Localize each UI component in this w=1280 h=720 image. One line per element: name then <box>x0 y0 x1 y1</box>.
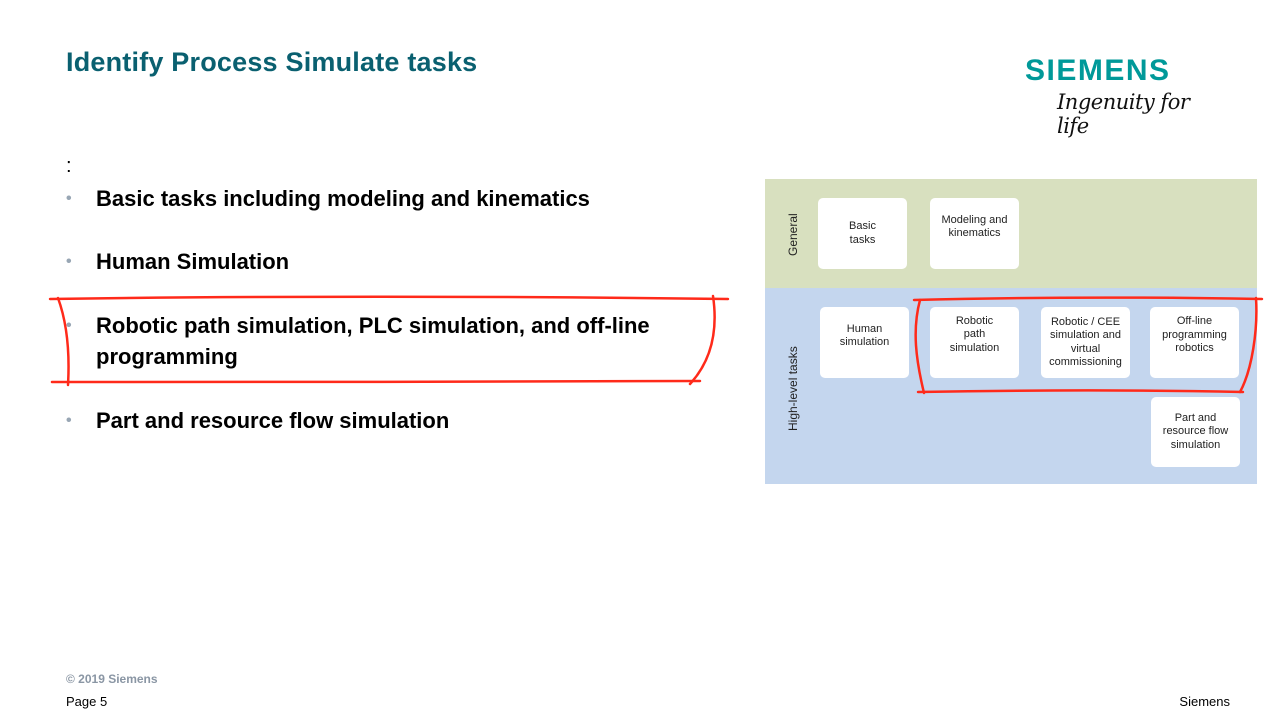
box-human-simulation: Human simulation <box>820 307 909 378</box>
band-label-general: General <box>786 213 800 256</box>
box-label: Modeling and kinematics <box>941 213 1008 240</box>
siemens-logo: SIEMENS Ingenuity for life <box>1025 54 1225 138</box>
bullet-dot-icon: • <box>66 412 72 429</box>
footer-page-number: Page 5 <box>66 694 108 709</box>
bullet-dot-icon: • <box>66 190 72 207</box>
bullet-text: Part and resource flow simulation <box>96 408 450 433</box>
intro-marker: : <box>66 155 72 177</box>
box-part-resource-flow: Part and resource flow simulation <box>1151 397 1240 467</box>
bullet-dot-icon: • <box>66 317 72 334</box>
footer-brand: Siemens <box>1179 694 1230 709</box>
box-modeling-kinematics: Modeling and kinematics <box>930 198 1019 269</box>
logo-tagline: Ingenuity for life <box>1057 90 1190 138</box>
box-basic-tasks: Basic tasks <box>818 198 907 269</box>
box-robotic-path-simulation: Robotic path simulation <box>930 307 1019 378</box>
box-robotic-cee-simulation: Robotic / CEE simulation and virtual com… <box>1041 307 1130 378</box>
box-label: Basic tasks <box>849 220 876 246</box>
task-diagram: General High-level tasks Basic tasks Mod… <box>765 179 1257 484</box>
bullet-text: Human Simulation <box>96 249 290 274</box>
band-label-high-level: High-level tasks <box>786 346 800 431</box>
bullet-dot-icon: • <box>66 253 72 270</box>
box-label: Part and resource flow simulation <box>1162 411 1229 451</box>
slide-title: Identify Process Simulate tasks <box>66 47 478 77</box>
bullet-text: Robotic path simulation, PLC simulation,… <box>96 313 650 369</box>
footer-copyright: © 2019 Siemens <box>66 672 158 686</box>
box-label: Human simulation <box>839 322 890 349</box>
box-label: Off-line programming robotics <box>1162 315 1227 355</box>
box-offline-programming: Off-line programming robotics <box>1150 307 1239 378</box>
bullet-text: Basic tasks including modeling and kinem… <box>96 186 590 211</box>
box-label: Robotic path simulation <box>949 314 1000 354</box>
box-label: Robotic / CEE simulation and virtual com… <box>1049 315 1122 369</box>
logo-wordmark: SIEMENS <box>1025 54 1171 87</box>
